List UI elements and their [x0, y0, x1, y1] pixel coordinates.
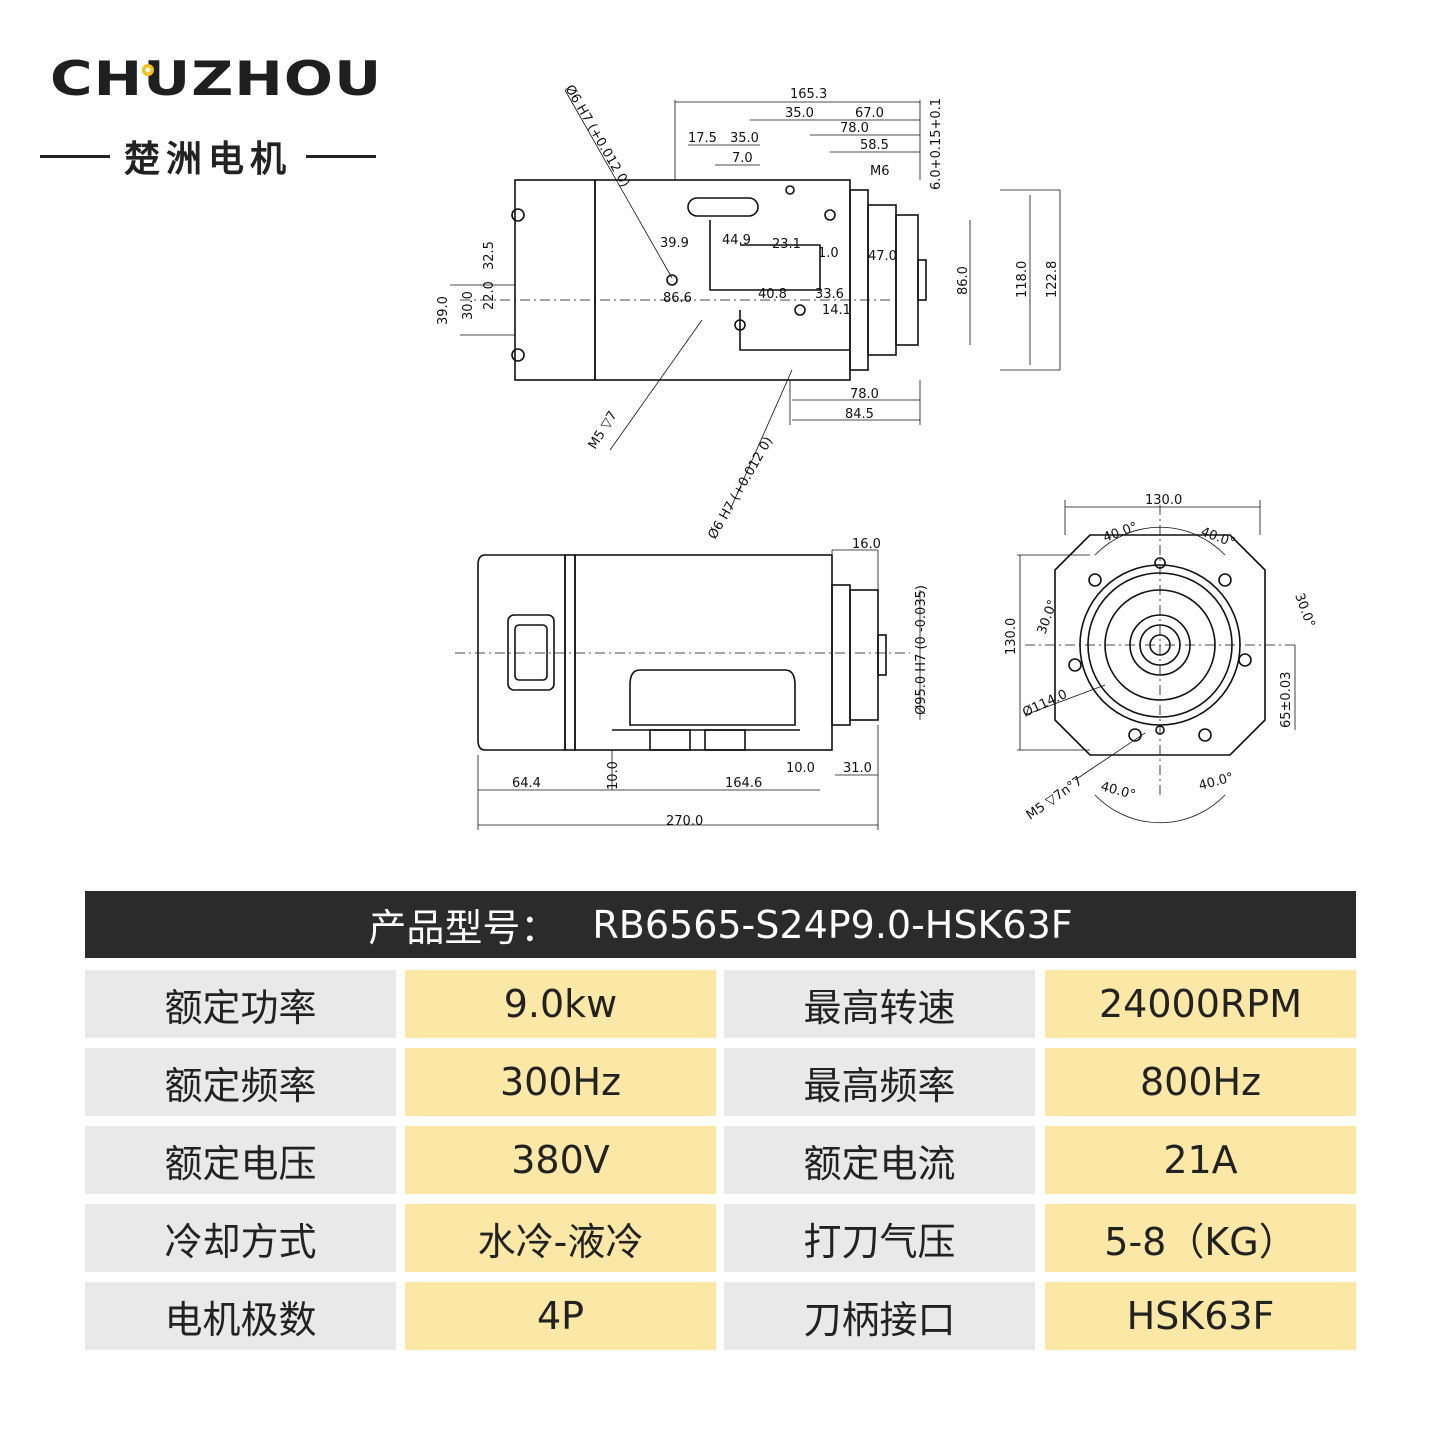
divider [306, 154, 377, 158]
spec-label: 冷却方式 [85, 1204, 396, 1272]
dim-label: M6 [870, 164, 890, 179]
dim-label: 31.0 [843, 761, 872, 776]
table-row: 额定功率 9.0kw 最高转速 24000RPM [85, 970, 1356, 1038]
dim-label: 40.0° [1197, 770, 1235, 794]
dim-label: M5 ▽7n°7 [1024, 774, 1086, 824]
spec-value: 9.0kw [405, 970, 716, 1038]
dim-label: M5 ▽7 [586, 409, 621, 452]
dim-label: 39.9 [660, 236, 689, 251]
dim-label: 30.0 [461, 291, 476, 320]
dim-label: 32.5 [482, 241, 497, 270]
dim-label: 22.0 [482, 281, 497, 310]
dim-label: 58.5 [860, 138, 889, 153]
dim-label: 130.0 [1145, 493, 1182, 508]
spec-table: 额定功率 9.0kw 最高转速 24000RPM 额定频率 300Hz 最高频率… [85, 970, 1356, 1360]
top-view-drawing: 165.3 35.0 67.0 78.0 58.5 17.5 35.0 7.0 … [420, 80, 1080, 550]
dim-label: 44.9 [722, 233, 751, 248]
dim-label: 23.1 [772, 237, 801, 252]
spec-value: 800Hz [1045, 1048, 1356, 1116]
dim-label: 35.0 [730, 131, 759, 146]
dim-label: 122.8 [1045, 261, 1060, 298]
dim-label: 1.0 [818, 246, 839, 261]
dim-label: 17.5 [688, 131, 717, 146]
spec-value: 300Hz [405, 1048, 716, 1116]
side-view-drawing: 16.0 Ø95.0 H7 (0 -0.035) 64.4 10.0 164.6… [440, 535, 960, 835]
dim-label: 10.0 [786, 761, 815, 776]
spec-label: 额定频率 [85, 1048, 396, 1116]
spec-label: 额定功率 [85, 970, 396, 1038]
dim-label: 30.0° [1035, 598, 1061, 636]
dim-label: 164.6 [725, 776, 762, 791]
brand-subtitle: 楚洲电机 [124, 139, 293, 180]
spec-value: 24000RPM [1045, 970, 1356, 1038]
model-title-bar: 产品型号： RB6565-S24P9.0-HSK63F [85, 891, 1356, 958]
dim-label: 30.0° [1291, 591, 1317, 629]
brand-subtitle-row: 楚洲电机 [40, 130, 377, 182]
spec-label: 电机极数 [85, 1282, 396, 1350]
spec-value: HSK63F [1045, 1282, 1356, 1350]
spec-value: 5-8（KG） [1045, 1204, 1356, 1272]
dim-label: 40.0° [1199, 525, 1237, 551]
table-row: 电机极数 4P 刀柄接口 HSK63F [85, 1282, 1356, 1350]
divider [40, 154, 110, 158]
dim-label: 78.0 [850, 387, 879, 402]
gear-icon [142, 64, 154, 76]
dim-label: 86.0 [956, 266, 971, 295]
dim-label: 40.0° [1101, 520, 1139, 546]
dim-label: Ø114.0 [1020, 687, 1069, 721]
spec-label: 额定电流 [724, 1126, 1035, 1194]
dim-label: 10.0 [606, 761, 621, 790]
spec-value: 4P [405, 1282, 716, 1350]
dim-label: 40.8 [758, 287, 787, 302]
dim-label: 47.0 [868, 249, 897, 264]
model-label: 产品型号： [368, 906, 559, 950]
dim-label: 6.0+0.15+0.1 [929, 98, 944, 190]
table-row: 额定电压 380V 额定电流 21A [85, 1126, 1356, 1194]
dim-label: 39.0 [436, 296, 451, 325]
front-view-drawing: 130.0 40.0° 40.0° 30.0° 30.0° 130.0 Ø114… [995, 485, 1325, 825]
spec-label: 最高频率 [724, 1048, 1035, 1116]
dim-label: 35.0 [785, 106, 814, 121]
dim-label: 118.0 [1015, 261, 1030, 298]
dim-label: Ø6 H7 (+0.012 0) [705, 434, 776, 542]
dim-label: Ø6 H7 (+0.012 0) [562, 83, 633, 191]
dim-label: 16.0 [852, 537, 881, 552]
spec-label: 最高转速 [724, 970, 1035, 1038]
dim-label: 64.4 [512, 776, 541, 791]
dim-label: 270.0 [666, 814, 703, 829]
spec-label: 打刀气压 [724, 1204, 1035, 1272]
dim-label: 40.0° [1099, 779, 1137, 803]
dim-label: 33.6 [815, 287, 844, 302]
spec-value: 水冷-液冷 [405, 1204, 716, 1272]
model-value: RB6565-S24P9.0-HSK63F [592, 902, 1073, 947]
dim-label: 84.5 [845, 407, 874, 422]
spec-value: 21A [1045, 1126, 1356, 1194]
spec-label: 刀柄接口 [724, 1282, 1035, 1350]
dim-label: 67.0 [855, 106, 884, 121]
table-row: 冷却方式 水冷-液冷 打刀气压 5-8（KG） [85, 1204, 1356, 1272]
spec-label: 额定电压 [85, 1126, 396, 1194]
dim-label: 65±0.03 [1279, 672, 1294, 728]
dim-label: 14.1 [822, 303, 851, 318]
dim-label: Ø95.0 H7 (0 -0.035) [914, 585, 929, 715]
brand-wordmark: CHUZHOU [50, 50, 383, 107]
brand-logo: CHUZHOU [50, 50, 450, 173]
dim-label: 130.0 [1004, 618, 1019, 655]
spec-value: 380V [405, 1126, 716, 1194]
dim-label: 86.6 [663, 291, 692, 306]
dim-label: 78.0 [840, 121, 869, 136]
dim-label: 7.0 [732, 151, 753, 166]
dim-label: 165.3 [790, 87, 827, 102]
table-row: 额定频率 300Hz 最高频率 800Hz [85, 1048, 1356, 1116]
